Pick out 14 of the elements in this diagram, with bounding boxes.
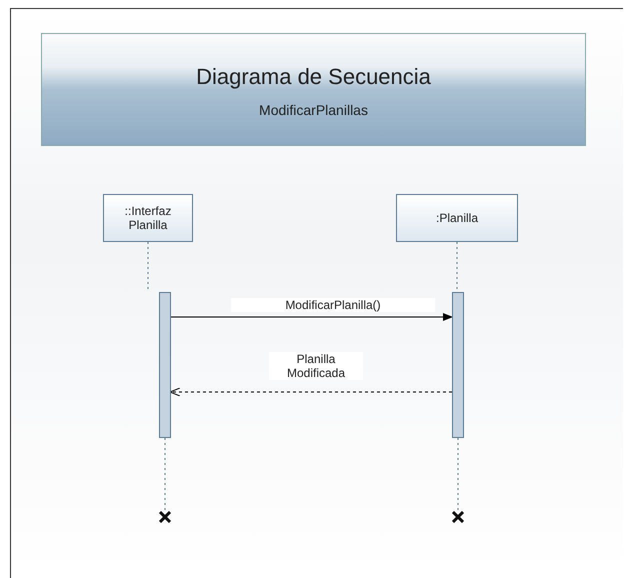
message-arrow	[170, 313, 453, 321]
activation-bar	[159, 292, 171, 438]
lifeline	[164, 438, 166, 512]
banner-subheading: ModificarPlanillas	[258, 102, 369, 118]
lifeline-box: ::Interfaz Planilla	[103, 194, 193, 242]
destroy-mark-icon	[452, 511, 464, 523]
activation-bar	[452, 292, 464, 438]
lifeline-box: :Planilla	[396, 194, 518, 242]
return-message-arrow	[170, 388, 452, 396]
destroy-mark-icon	[159, 511, 171, 523]
banner-heading: Diagrama de Secuencia	[195, 64, 432, 90]
title-banner	[41, 33, 586, 146]
message-label: Planilla Modificada	[269, 352, 363, 380]
message-label: ModificarPlanilla()	[231, 298, 435, 312]
